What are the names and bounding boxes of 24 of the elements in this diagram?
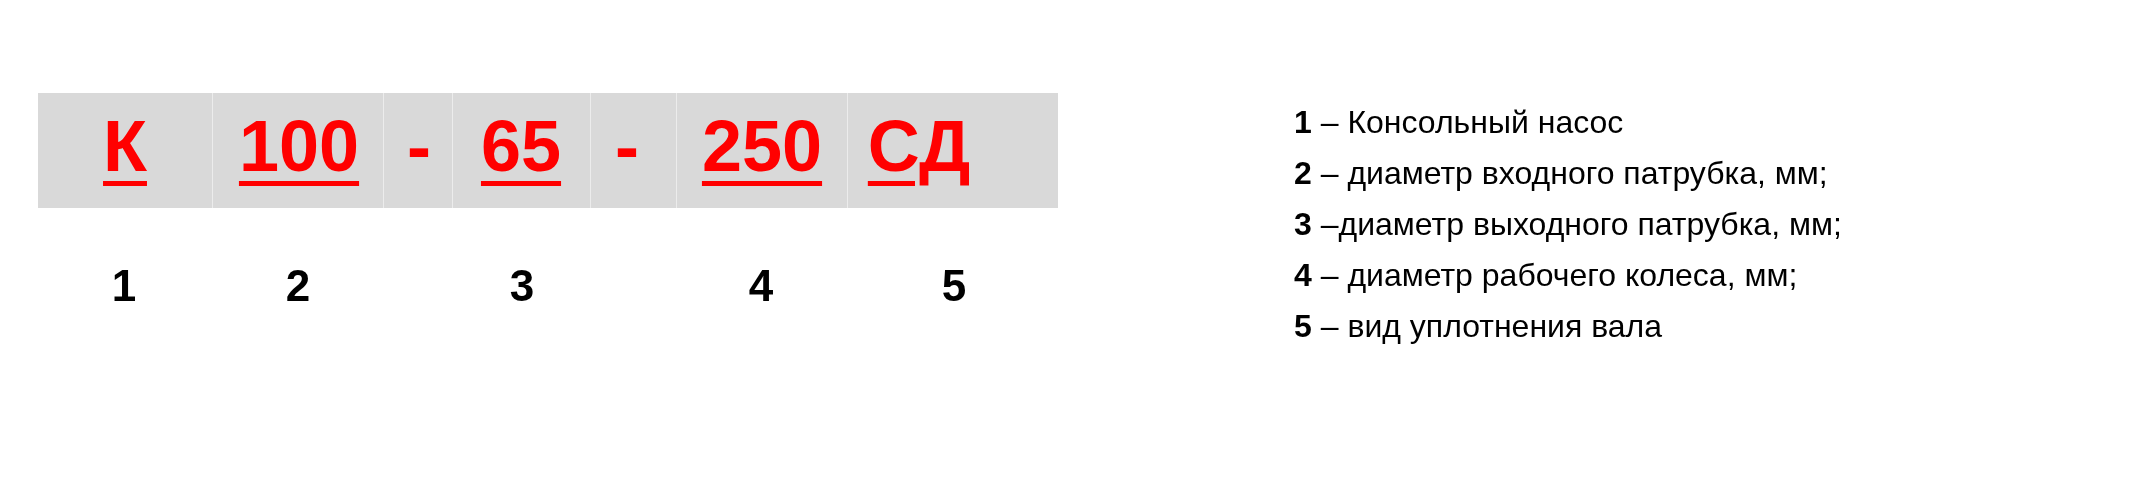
description-text: 5 – вид уплотнения вала	[1294, 307, 1663, 346]
code-segment-text: 65	[480, 105, 562, 188]
description-text: 1 – Консольный насос	[1294, 103, 1624, 142]
callout-number: 3	[509, 264, 535, 308]
code-segment-text: 250	[701, 105, 823, 188]
callout-number: 5	[941, 264, 967, 308]
code-cell	[38, 93, 213, 208]
callout-number: 4	[748, 264, 774, 308]
dash-text: -	[407, 105, 431, 188]
code-cell	[848, 93, 1058, 208]
callout-number: 2	[285, 264, 311, 308]
description-text: 2 – диаметр входного патрубка, мм;	[1294, 154, 1828, 193]
code-segment-text: СД	[867, 105, 971, 188]
code-segment-text: К	[103, 105, 147, 188]
callout-number: 1	[111, 264, 137, 308]
separator-cell	[384, 93, 453, 208]
code-cell	[213, 93, 384, 208]
code-cell	[453, 93, 591, 208]
description-text: 3 –диаметр выходного патрубка, мм;	[1294, 205, 1842, 244]
dash-text: -	[615, 105, 639, 188]
code-cell	[677, 93, 848, 208]
description-text: 4 – диаметр рабочего колеса, мм;	[1294, 256, 1798, 295]
separator-cell	[591, 93, 677, 208]
code-segment-text: 100	[238, 105, 360, 188]
